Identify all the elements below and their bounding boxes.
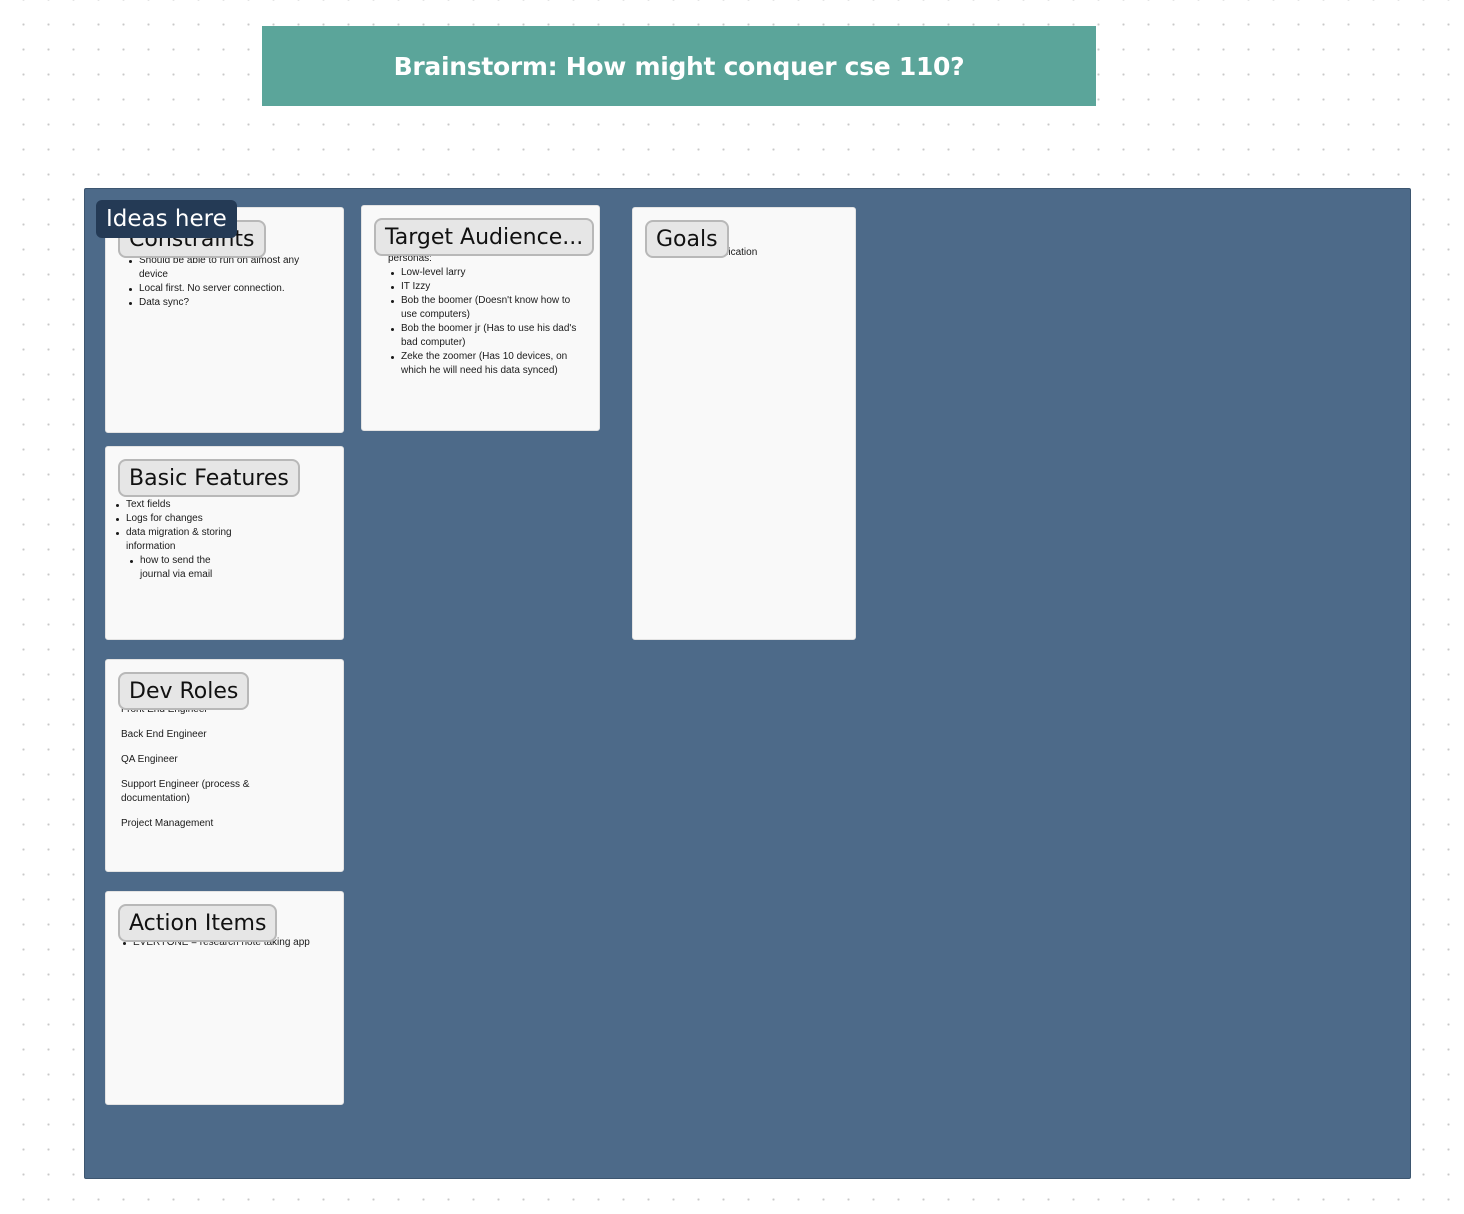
- section-label[interactable]: Ideas here: [96, 200, 237, 238]
- list-item: Logs for changes: [113, 512, 243, 526]
- list-item: data migration & storing information: [113, 526, 243, 554]
- role-item: Back End Engineer: [121, 729, 207, 740]
- list-item: IT Izzy: [388, 280, 588, 294]
- role-item: Support Engineer (process & documentatio…: [121, 779, 250, 804]
- goals-body: pplication: [715, 246, 845, 260]
- list-item: Should be able to run on almost any devi…: [126, 254, 326, 282]
- card-title-target-audience[interactable]: Target Audience...: [374, 218, 595, 256]
- list-item: Local first. No server connection.: [126, 282, 326, 296]
- basic-features-body: Text fields Logs for changes data migrat…: [113, 498, 243, 582]
- dev-roles-body: Front End Engineer Back End Engineer QA …: [121, 703, 271, 842]
- list-item: Text fields: [113, 498, 243, 512]
- action-items-body: EVERYONE = research note taking app: [120, 936, 335, 950]
- role-item: Project Management: [121, 818, 214, 829]
- list-item: EVERYONE = research note taking app: [120, 936, 335, 950]
- sticky-action-items[interactable]: EVERYONE = research note taking app Acti…: [105, 891, 344, 1105]
- goals-text: pplication: [715, 247, 758, 258]
- card-title-basic-features[interactable]: Basic Features: [118, 459, 300, 497]
- board-title-banner[interactable]: Brainstorm: How might conquer cse 110?: [262, 26, 1096, 106]
- list-item: Bob the boomer jr (Has to use his dad's …: [388, 322, 588, 350]
- list-subitem: how to send the journal via email: [127, 554, 243, 582]
- board-title: Brainstorm: How might conquer cse 110?: [393, 51, 965, 81]
- card-title-goals[interactable]: Goals: [645, 220, 729, 258]
- list-item: Zeke the zoomer (Has 10 devices, on whic…: [388, 350, 588, 378]
- card-title-dev-roles[interactable]: Dev Roles: [118, 672, 250, 710]
- sticky-goals[interactable]: pplication Goals: [632, 207, 856, 640]
- sticky-basic-features[interactable]: Text fields Logs for changes data migrat…: [105, 446, 344, 640]
- sticky-target-audience[interactable]: personas: Low-level larry IT Izzy Bob th…: [361, 205, 600, 431]
- personas-intro: personas:: [388, 253, 432, 264]
- constraints-body: Should be able to run on almost any devi…: [126, 254, 326, 310]
- role-item: QA Engineer: [121, 754, 178, 765]
- sticky-constraints[interactable]: Should be able to run on almost any devi…: [105, 207, 344, 433]
- sticky-dev-roles[interactable]: Front End Engineer Back End Engineer QA …: [105, 659, 344, 872]
- card-title-action-items[interactable]: Action Items: [118, 904, 278, 942]
- list-item: Data sync?: [126, 296, 326, 310]
- list-item: Low-level larry: [388, 266, 588, 280]
- list-item: Bob the boomer (Doesn't know how to use …: [388, 294, 588, 322]
- target-audience-body: personas: Low-level larry IT Izzy Bob th…: [388, 252, 588, 378]
